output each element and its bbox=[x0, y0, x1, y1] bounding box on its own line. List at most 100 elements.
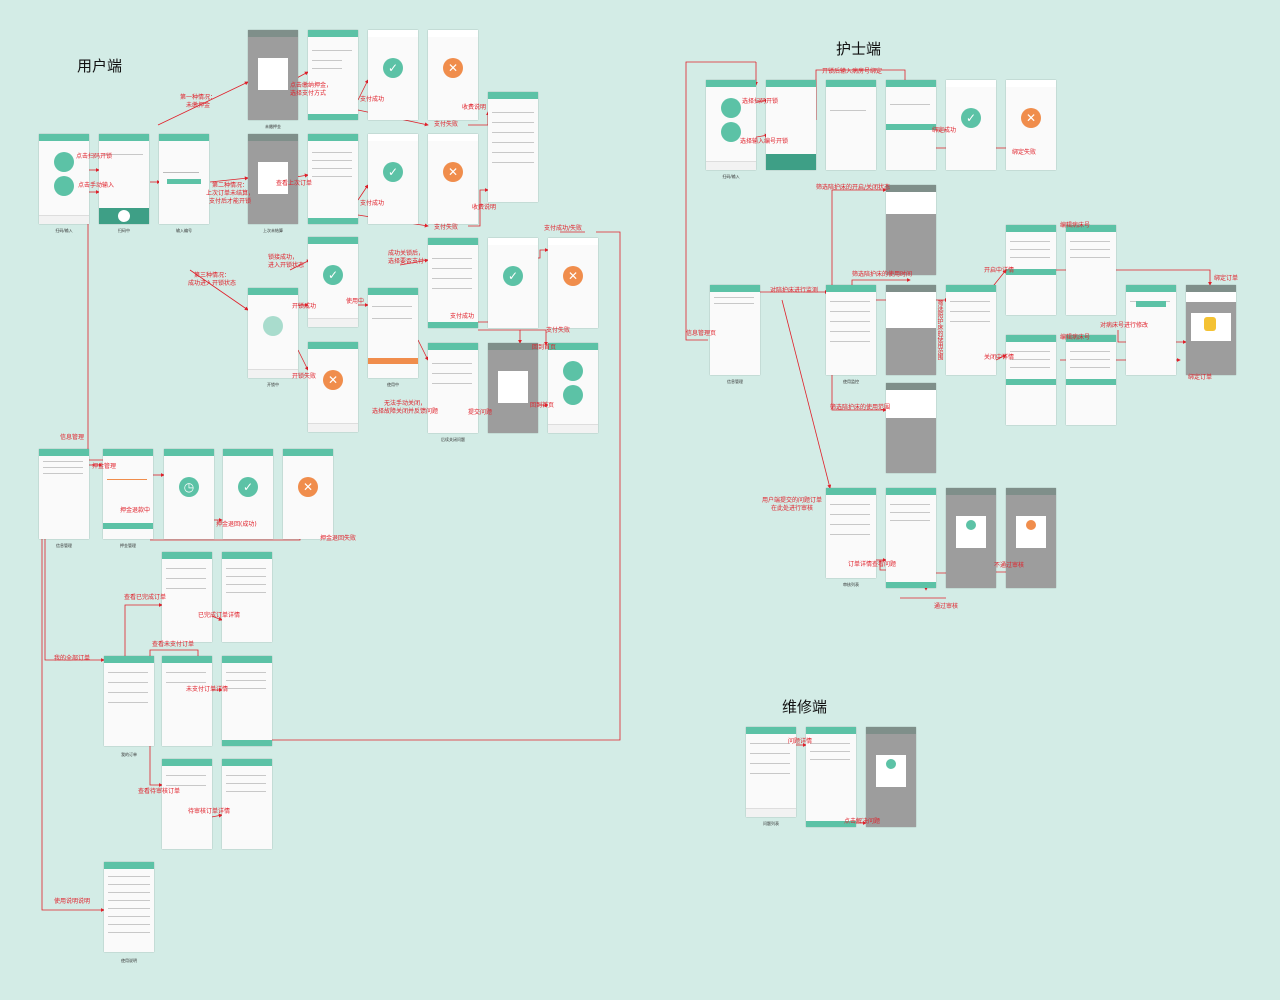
phone-user-abnormal-close bbox=[428, 343, 478, 433]
caption-nurse-scan-input: 扫码/输入 bbox=[722, 174, 740, 179]
label-filter-state: 筛选陪护床的开启/关闭状态 bbox=[816, 184, 891, 191]
caption-usage-monitor: 使用监控 bbox=[843, 379, 859, 384]
label-pay-ok-2: 支付成功 bbox=[450, 313, 475, 320]
label-close-success: 成功关锁后， 选择要否支付 bbox=[388, 250, 425, 265]
phone-user-unlock-fail: ✕ bbox=[308, 342, 358, 432]
label-input-after: 开锁后输入病房号绑定 bbox=[822, 68, 883, 75]
caption-last-unpaid: 上次未結算 bbox=[263, 228, 283, 233]
label-view-unpaid: 查看未支付订单 bbox=[152, 641, 195, 648]
phone-nurse-info-manage bbox=[710, 285, 760, 375]
label-manual-close: 无法手动关闭， 选择故障关闭并反馈问题 bbox=[372, 400, 439, 415]
repair-section-title: 维修端 bbox=[782, 698, 828, 716]
label-my-all-orders: 我的全部订单 bbox=[54, 655, 91, 662]
label-choose-number: 选择输入编号开锁 bbox=[740, 138, 789, 145]
label-nurse-info-manage: 信息管理页 bbox=[686, 330, 717, 337]
phone-user-pay-fail-1: ✕ bbox=[428, 30, 478, 120]
caption-nurse-info-manage: 信息管理 bbox=[727, 379, 743, 384]
label-unlock-fail: 开锁失败 bbox=[292, 373, 317, 380]
caption-info-manage: 信息管理 bbox=[56, 543, 72, 548]
label-pay-fail-1: 支付失败 bbox=[434, 121, 459, 128]
phone-user-home bbox=[548, 343, 598, 433]
phone-user-using bbox=[368, 288, 418, 378]
caption-scanning: 扫码中 bbox=[118, 228, 130, 233]
phone-user-refunding: ◷ bbox=[164, 449, 214, 539]
label-case1: 第一种情况： 未缴押金 bbox=[180, 94, 217, 109]
label-tap-pay-deposit: 点击缴纳押金， 选择支付方式 bbox=[290, 82, 333, 97]
label-reject-review: 不通过审核 bbox=[994, 562, 1025, 569]
label-view-pending: 查看待审核订单 bbox=[138, 788, 181, 795]
label-issue-detail: 问题详情 bbox=[788, 738, 813, 745]
phone-user-input-number bbox=[159, 134, 209, 224]
phone-user-refund-fail: ✕ bbox=[283, 449, 333, 539]
label-deposit-refund-ok: 押金退回(成功) bbox=[216, 521, 257, 528]
label-pay-success-1: 支付成功 bbox=[360, 96, 385, 103]
phone-nurse-filter-zone bbox=[886, 383, 936, 473]
label-in-use: 使用中 bbox=[346, 298, 365, 305]
label-back-home-2: 回到首页 bbox=[530, 402, 555, 409]
label-deposit-refund-fail: 押金退回失败 bbox=[320, 535, 357, 542]
label-deposit-manage: 押金管理 bbox=[92, 463, 117, 470]
phone-nurse-filter-state bbox=[886, 185, 936, 275]
label-edit-bed-2: 编辑病床号 bbox=[1060, 334, 1091, 341]
label-back-home-1: 回到首页 bbox=[532, 344, 557, 351]
phone-nurse-scan-input bbox=[706, 80, 756, 170]
label-done-detail: 已完成订单详情 bbox=[198, 612, 241, 619]
phone-user-pay-fail-2: ✕ bbox=[428, 134, 478, 224]
phone-nurse-reject bbox=[1006, 488, 1056, 588]
phone-nurse-input bbox=[826, 80, 876, 170]
caption-usage-guide: 使用说明 bbox=[121, 958, 137, 963]
phone-user-unlock-ok: ✓ bbox=[308, 237, 358, 327]
label-filter-zone: 筛选陪护床的使用范围 bbox=[830, 404, 891, 411]
phone-user-pending-detail bbox=[222, 759, 272, 849]
caption-issue-list: 问题列表 bbox=[763, 821, 779, 826]
label-usage-guide: 使用说明说明 bbox=[54, 898, 91, 905]
phone-user-fee-desc bbox=[488, 92, 538, 202]
phone-user-scanning bbox=[99, 134, 149, 224]
phone-user-pay-method bbox=[308, 30, 358, 120]
phone-nurse-scanning bbox=[766, 80, 816, 170]
phone-nurse-bind-order bbox=[1186, 285, 1236, 375]
phone-repair-issue-detail bbox=[806, 727, 856, 827]
label-pay-fail-2: 支付失败 bbox=[434, 224, 459, 231]
label-user-submit: 用户端提交的问题订单 在此处进行审核 bbox=[762, 497, 823, 512]
label-fee-desc-2: 收费说明 bbox=[472, 204, 497, 211]
phone-user-pay-success-2: ✓ bbox=[368, 134, 418, 224]
phone-repair-resolved bbox=[866, 727, 916, 827]
phone-nurse-order-detail bbox=[886, 488, 936, 588]
phone-user-last-order bbox=[308, 134, 358, 224]
phone-user-refund-ok: ✓ bbox=[223, 449, 273, 539]
caption-abnormal-close: 后续关闭问题 bbox=[441, 437, 465, 442]
label-click-resolve: 点击解决问题 bbox=[844, 818, 881, 825]
phone-nurse-pass bbox=[946, 488, 996, 588]
phone-user-unlocking bbox=[248, 288, 298, 378]
phone-nurse-bind-fail: ✕ bbox=[1006, 80, 1056, 170]
caption-scan-input: 扫码/输入 bbox=[55, 228, 73, 233]
label-info-manage: 信息管理 bbox=[60, 434, 85, 441]
label-unlock-ok-enter: 锁接成功， 进入开锁状态 bbox=[268, 254, 305, 269]
label-nurse-unlock-ok: 绑定成功 bbox=[932, 127, 957, 134]
label-choose-scan: 选择扫码开锁 bbox=[742, 98, 779, 105]
label-pending-detail: 待审核订单详情 bbox=[188, 808, 231, 815]
phone-nurse-bed-list bbox=[946, 285, 996, 375]
phone-nurse-close-detail bbox=[1006, 335, 1056, 425]
label-vertical-filter: 筛选陪护床的使用范围 bbox=[936, 300, 943, 360]
caption-nonzero-bill: 未繳押金 bbox=[265, 124, 281, 129]
caption-my-orders: 我的订单 bbox=[121, 752, 137, 757]
phone-user-my-orders bbox=[104, 656, 154, 746]
label-pay-ok-fail: 支付成功/失败 bbox=[544, 225, 583, 232]
label-fee-desc-1: 收费说明 bbox=[462, 104, 487, 111]
label-pass-review: 通过审核 bbox=[934, 603, 959, 610]
label-view-order-issue: 订单详情查看问题 bbox=[848, 561, 897, 568]
phone-user-unpaid-orders bbox=[162, 656, 212, 746]
caption-using: 使用中 bbox=[387, 382, 399, 387]
phone-nurse-bind bbox=[886, 80, 936, 170]
label-close-detail: 关闭中详情 bbox=[984, 354, 1015, 361]
phone-user-info-manage bbox=[39, 449, 89, 539]
label-open-detail: 开启中详情 bbox=[984, 267, 1015, 274]
phone-nurse-filter-usage bbox=[886, 285, 936, 375]
phone-user-deposit-unpaid bbox=[248, 30, 298, 120]
label-monitor: 对陪护床进行监测 bbox=[770, 287, 819, 294]
label-report-issue: 提交问题 bbox=[468, 409, 493, 416]
phone-nurse-review-list bbox=[826, 488, 876, 578]
phone-user-pending-orders bbox=[162, 759, 212, 849]
